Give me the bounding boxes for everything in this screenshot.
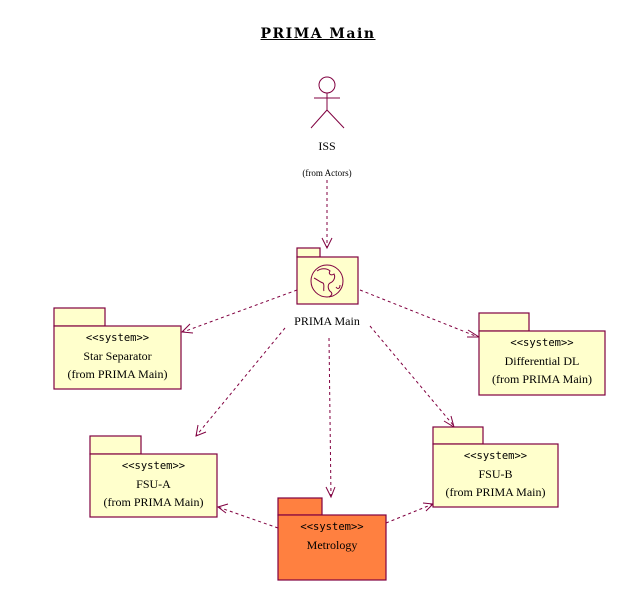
package-metrology[interactable] — [277, 497, 387, 581]
package-stereotype: <<system>> — [463, 450, 528, 462]
package-name: FSU-B — [478, 467, 513, 481]
dependency-prima-to-fsu-a[interactable] — [195, 327, 286, 437]
package-name: Metrology — [306, 538, 358, 552]
package-stereotype: <<system>> — [300, 521, 364, 533]
package-fsu-b[interactable] — [432, 426, 559, 508]
package-text-differential-dl: <<system>> Differential DL (from PRIMA M… — [479, 334, 605, 388]
diagram-title: PRIMA Main — [260, 26, 376, 42]
dependency-prima-to-fsu-b[interactable] — [369, 325, 455, 429]
package-stereotype: <<system>> — [85, 332, 150, 344]
package-origin: (from PRIMA Main) — [67, 367, 168, 381]
package-origin: (from PRIMA Main) — [445, 485, 546, 499]
dependency-prima-to-metrology[interactable] — [325, 337, 336, 499]
dependency-iss-to-prima-main[interactable] — [321, 180, 333, 250]
package-name: Differential DL — [504, 354, 580, 368]
globe-icon — [310, 264, 344, 298]
package-star-separator[interactable] — [53, 307, 182, 390]
dependency-metrology-to-fsu-b[interactable] — [385, 502, 435, 524]
package-stereotype: <<system>> — [510, 337, 574, 349]
package-name: FSU-A — [136, 477, 171, 491]
dependency-metrology-to-fsu-a[interactable] — [216, 503, 279, 529]
actor-name: ISS — [318, 139, 336, 153]
package-text-metrology: <<system>> Metrology — [278, 518, 386, 554]
package-prima-main[interactable] — [296, 247, 359, 305]
stick-figure-actor-icon — [310, 76, 345, 129]
package-text-star-separator: <<system>> Star Separator (from PRIMA Ma… — [54, 329, 181, 383]
package-differential-dl[interactable] — [478, 312, 606, 396]
package-name: Star Separator — [83, 349, 152, 363]
dependency-prima-to-star-separator[interactable] — [180, 289, 298, 334]
main-package-name: PRIMA Main — [294, 314, 360, 328]
package-text-fsu-b: <<system>> FSU-B (from PRIMA Main) — [433, 447, 558, 501]
package-stereotype: <<system>> — [121, 460, 186, 472]
package-text-fsu-a: <<system>> FSU-A (from PRIMA Main) — [90, 457, 217, 511]
package-origin: (from PRIMA Main) — [103, 495, 204, 509]
actor-iss[interactable] — [310, 76, 345, 129]
package-origin: (from PRIMA Main) — [492, 372, 592, 386]
package-fsu-a[interactable] — [89, 435, 218, 518]
actor-origin: (from Actors) — [302, 168, 352, 178]
